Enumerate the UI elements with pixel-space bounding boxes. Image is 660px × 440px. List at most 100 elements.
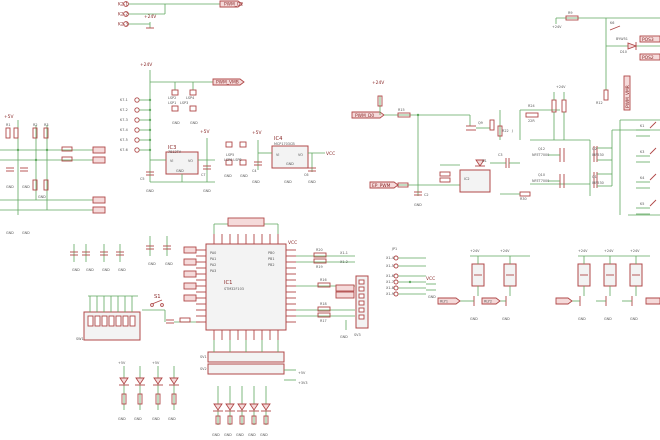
- svg-text:GND: GND: [236, 433, 244, 437]
- svg-text:+24V: +24V: [604, 249, 614, 253]
- ic1-led-row: GND GND GND GND GND: [212, 386, 271, 437]
- svg-text:+24V: +24V: [556, 85, 566, 89]
- svg-text:PB2: PB2: [268, 263, 275, 267]
- lsp1-ref: LSP1: [168, 101, 176, 105]
- jp1-ref: JP1: [391, 247, 397, 251]
- svg-text:GND: GND: [165, 262, 173, 266]
- svg-text:K7-1: K7-1: [120, 98, 128, 102]
- svg-text:X1-6: X1-6: [386, 274, 394, 278]
- svg-text:GND: GND: [212, 433, 220, 437]
- nfet-gate-pair: Q12 NFET7000 Q10 NFET7000 R30 +24V: [500, 85, 590, 201]
- ic1-bottom-headers: SV1 SV2 +5V +3V3: [200, 340, 307, 385]
- r15-ref: R15: [398, 108, 405, 112]
- svg-text:X1-8: X1-8: [386, 286, 394, 290]
- svg-text:GND: GND: [248, 433, 256, 437]
- svg-text:GND: GND: [502, 317, 510, 321]
- svg-text:K7-4: K7-4: [120, 128, 128, 132]
- svg-text:GND: GND: [6, 231, 14, 235]
- svg-text:X1-4: X1-4: [386, 256, 394, 260]
- svg-text:K7-2: K7-2: [120, 108, 128, 112]
- net-label-vcc-jp1: VCC: [426, 276, 435, 282]
- svg-text:+24V: +24V: [578, 249, 588, 253]
- lsp5-pads: LSP5 LSP6 LSP8 GND GND: [224, 141, 248, 178]
- svg-text:K2-1: K2-1: [118, 2, 128, 8]
- svg-text:GND: GND: [118, 417, 126, 421]
- svg-text:GND: GND: [470, 317, 478, 321]
- left-input-network: R1 R2 R3 GND GND GND GND GND +5V: [0, 114, 106, 235]
- k7-connector-column: K7-1 K7-2 K7-3 K7-4 K7-5 K7-6 +24V PWM_V…: [120, 62, 245, 182]
- svg-text:GND: GND: [240, 174, 248, 178]
- r16-ref: R16: [320, 278, 327, 282]
- lsp4-ref: LSP4: [186, 96, 194, 100]
- d10-ref: D10: [620, 50, 627, 54]
- c3-ref: C3: [498, 153, 503, 157]
- svg-text:GND: GND: [286, 162, 294, 166]
- svg-text:X1-2: X1-2: [340, 260, 348, 264]
- svg-text:R9: R9: [568, 11, 573, 15]
- svg-text:X1-1: X1-1: [340, 251, 348, 255]
- net-label-pos3: POS3: [642, 37, 654, 43]
- svg-text:GND: GND: [190, 121, 198, 125]
- svg-text:R2: R2: [33, 123, 38, 127]
- svg-text:GND: GND: [252, 180, 260, 184]
- svg-text:GND: GND: [148, 262, 156, 266]
- ic1-microcontroller: IC1 STM32F103: [183, 217, 297, 340]
- net-label-vcc-ic4: VCC: [326, 151, 335, 157]
- svg-text:GND: GND: [630, 317, 638, 321]
- net-label-plus24v-driver: +24V: [372, 80, 384, 86]
- svg-text:RLY1: RLY1: [440, 300, 448, 304]
- r24-ref: R24: [528, 104, 535, 108]
- q2-value: IRF530: [592, 153, 604, 157]
- pwm-d0-driver: PWM_D0 R15 +24V EP_PWM C2 GND IC2 D1 C3: [351, 80, 560, 207]
- svg-text:GND: GND: [6, 185, 14, 189]
- svg-text:X1-9: X1-9: [386, 292, 394, 296]
- svg-text:K4: K4: [640, 176, 644, 180]
- svg-text:VI: VI: [276, 153, 279, 157]
- ic4-value: MCP1703CB: [274, 142, 295, 146]
- svg-text:GND: GND: [224, 174, 232, 178]
- ic3-ref: IC3: [168, 145, 176, 151]
- pwm-vmr-label: PWM_VMR: [623, 75, 631, 111]
- svg-text:Q9: Q9: [478, 121, 483, 125]
- svg-text:+3V3: +3V3: [298, 381, 307, 385]
- r18-ref: R18: [320, 302, 327, 306]
- svg-text:K7-5: K7-5: [120, 138, 128, 142]
- c2-ref: C2: [424, 193, 429, 197]
- svg-text:K3: K3: [640, 150, 644, 154]
- net-label-pwm-d0: PWM_D0: [355, 113, 374, 119]
- svg-text:IC2: IC2: [464, 177, 470, 181]
- svg-text:GND: GND: [414, 203, 422, 207]
- ic1-ref: IC1: [224, 280, 232, 286]
- svg-text:GND: GND: [146, 189, 154, 193]
- r19-ref: R19: [316, 265, 323, 269]
- sv1-ref: SV1: [200, 355, 207, 359]
- svg-text:R30: R30: [520, 197, 527, 201]
- ic4-ref: IC4: [274, 136, 283, 142]
- svg-text:K6: K6: [610, 21, 614, 25]
- q1-value: IRF530: [592, 181, 604, 185]
- status-led-row: GND GND GND GND +5V +5V: [118, 361, 179, 421]
- net-label-plus5v-left: +5V: [4, 114, 13, 120]
- r20-ref: R20: [316, 248, 323, 252]
- q2-ref: Q2: [592, 147, 597, 151]
- svg-text:GND: GND: [22, 231, 30, 235]
- svg-text:GND: GND: [72, 268, 80, 272]
- lsp2-ref: LSP2: [168, 96, 176, 100]
- svg-text:+24V: +24V: [630, 249, 640, 253]
- svg-text:GND: GND: [38, 195, 46, 199]
- right-output-connectors: K1 K3 K4 K5: [636, 121, 657, 215]
- svg-text:C6: C6: [304, 173, 309, 177]
- svg-text:R3: R3: [44, 123, 49, 127]
- net-label-plus24v-a: +24V: [144, 14, 156, 20]
- svg-text:GND: GND: [260, 433, 268, 437]
- svg-text:PA2: PA2: [210, 263, 216, 267]
- svg-text:+5V: +5V: [152, 361, 160, 365]
- q10-ref: Q10: [538, 173, 545, 177]
- svg-text:+24V: +24V: [552, 25, 562, 29]
- svg-text:GND: GND: [176, 169, 184, 173]
- ic3-regulator: IC3 7812TV VI VO GND C7 C5 GND GND +5V: [140, 129, 215, 193]
- pwm-d2-header: K2-1 K2-2 K2-3 PWM_D2 +24V: [118, 0, 243, 29]
- lsp5-ref: LSP5: [226, 153, 234, 157]
- svg-text:PB1: PB1: [268, 257, 275, 261]
- svg-text:PB0: PB0: [268, 251, 275, 255]
